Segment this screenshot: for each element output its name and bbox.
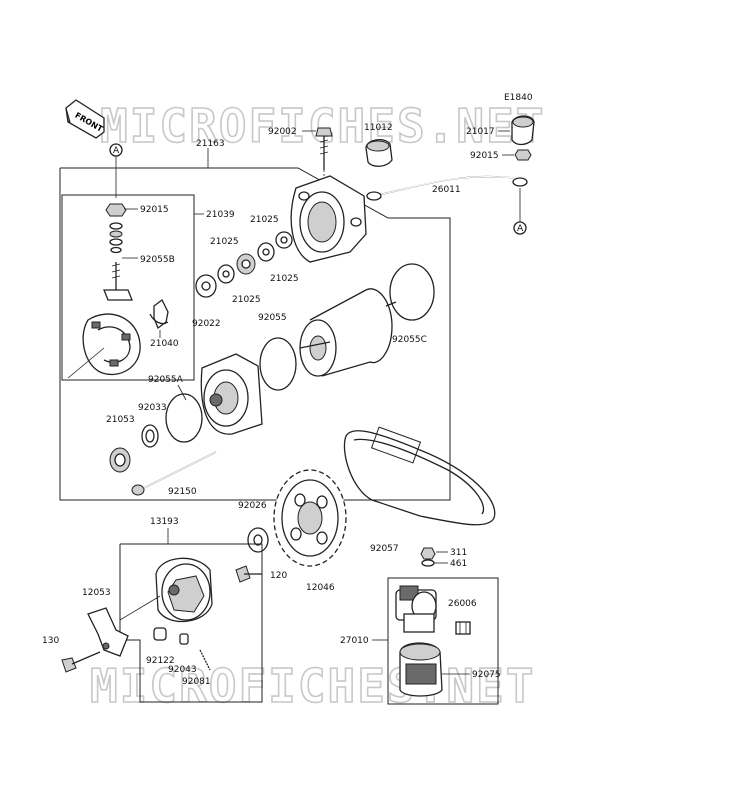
watermark-top: MICROFICHES.NET [100, 99, 545, 153]
fuse [455, 621, 471, 635]
part-21025-d: 21025 [232, 295, 261, 305]
part-92150: 92150 [168, 487, 197, 497]
bolt-92002 [315, 127, 333, 182]
o-ring-92055a [165, 393, 203, 443]
nut-washer-stack [103, 203, 133, 301]
nut-311-washer-461 [420, 547, 436, 567]
part-92002: 92002 [268, 127, 297, 137]
starter-rear-cover [200, 353, 263, 435]
starter-motor-yoke [299, 288, 397, 377]
assembly-outline-21163 [59, 167, 451, 501]
ref-marker-a-left: A [109, 143, 123, 198]
part-21040: 21040 [150, 339, 179, 349]
pinion-gear-21053 [109, 447, 131, 473]
part-92022: 92022 [192, 319, 221, 329]
terminal-cover-11012 [365, 138, 393, 167]
part-120: 120 [270, 571, 287, 581]
part-21025-c: 21025 [270, 274, 299, 284]
part-92015-b: 92015 [470, 151, 499, 161]
part-92055a: 92055A [148, 375, 184, 385]
part-311: 311 [450, 548, 467, 558]
part-21025-b: 21025 [210, 237, 239, 247]
rollers-springs [153, 627, 211, 671]
part-12046: 12046 [306, 583, 335, 593]
sprocket-12046 [273, 469, 347, 567]
brush-holder-box [61, 194, 195, 381]
bolt-130 [61, 651, 101, 673]
part-21025-a: 21025 [250, 215, 279, 225]
part-92033: 92033 [138, 403, 167, 413]
starter-cable-26011 [366, 175, 528, 201]
bolt-120 [235, 565, 262, 583]
diagram-code: E1840 [504, 93, 533, 103]
washer-92022 [195, 274, 217, 298]
part-12053: 12053 [82, 588, 111, 598]
washer-92026 [247, 527, 269, 553]
svg-text:A: A [113, 146, 120, 156]
part-130: 130 [42, 636, 59, 646]
part-21053: 21053 [106, 415, 135, 425]
relay-box-27010 [387, 577, 499, 705]
part-92122: 92122 [146, 656, 175, 666]
nut-92015-b [514, 149, 532, 161]
o-ring-92055c [389, 263, 435, 321]
washers-21025 [217, 231, 293, 284]
seal-92033 [141, 424, 159, 448]
part-92055: 92055 [258, 313, 287, 323]
part-26011: 26011 [432, 185, 461, 195]
part-92075: 92075 [472, 670, 501, 680]
part-461: 461 [450, 559, 467, 569]
ref-marker-a-right: A [513, 188, 527, 235]
part-21163: 21163 [196, 139, 225, 149]
part-92043: 92043 [168, 665, 197, 675]
part-92015-a: 92015 [140, 205, 169, 215]
brush-plate [67, 313, 141, 379]
starter-relay [395, 585, 437, 633]
part-92057: 92057 [370, 544, 399, 554]
brush-clip-21040 [149, 299, 169, 330]
starter-clutch [119, 557, 213, 623]
part-27010: 27010 [340, 636, 369, 646]
starter-front-cover [290, 175, 367, 263]
part-92055b: 92055B [140, 255, 175, 265]
watermark-bottom: MICROFICHES.NET [90, 659, 535, 713]
terminal-cover-21017 [511, 115, 535, 146]
front-arrow-icon: FRONT [65, 99, 105, 139]
part-11012: 11012 [364, 123, 393, 133]
part-21039: 21039 [206, 210, 235, 220]
part-92055c: 92055C [392, 335, 427, 345]
part-92026: 92026 [238, 501, 267, 511]
svg-text:A: A [517, 224, 524, 234]
drive-belt-92057 [343, 426, 496, 526]
o-ring-92055 [259, 337, 297, 391]
relay-cover-92075 [399, 642, 443, 697]
part-92081: 92081 [182, 677, 211, 687]
through-bolt-92150 [131, 451, 217, 496]
bracket-12053 [87, 607, 129, 657]
part-21017: 21017 [466, 127, 495, 137]
part-26006: 26006 [448, 599, 477, 609]
part-13193: 13193 [150, 517, 179, 527]
